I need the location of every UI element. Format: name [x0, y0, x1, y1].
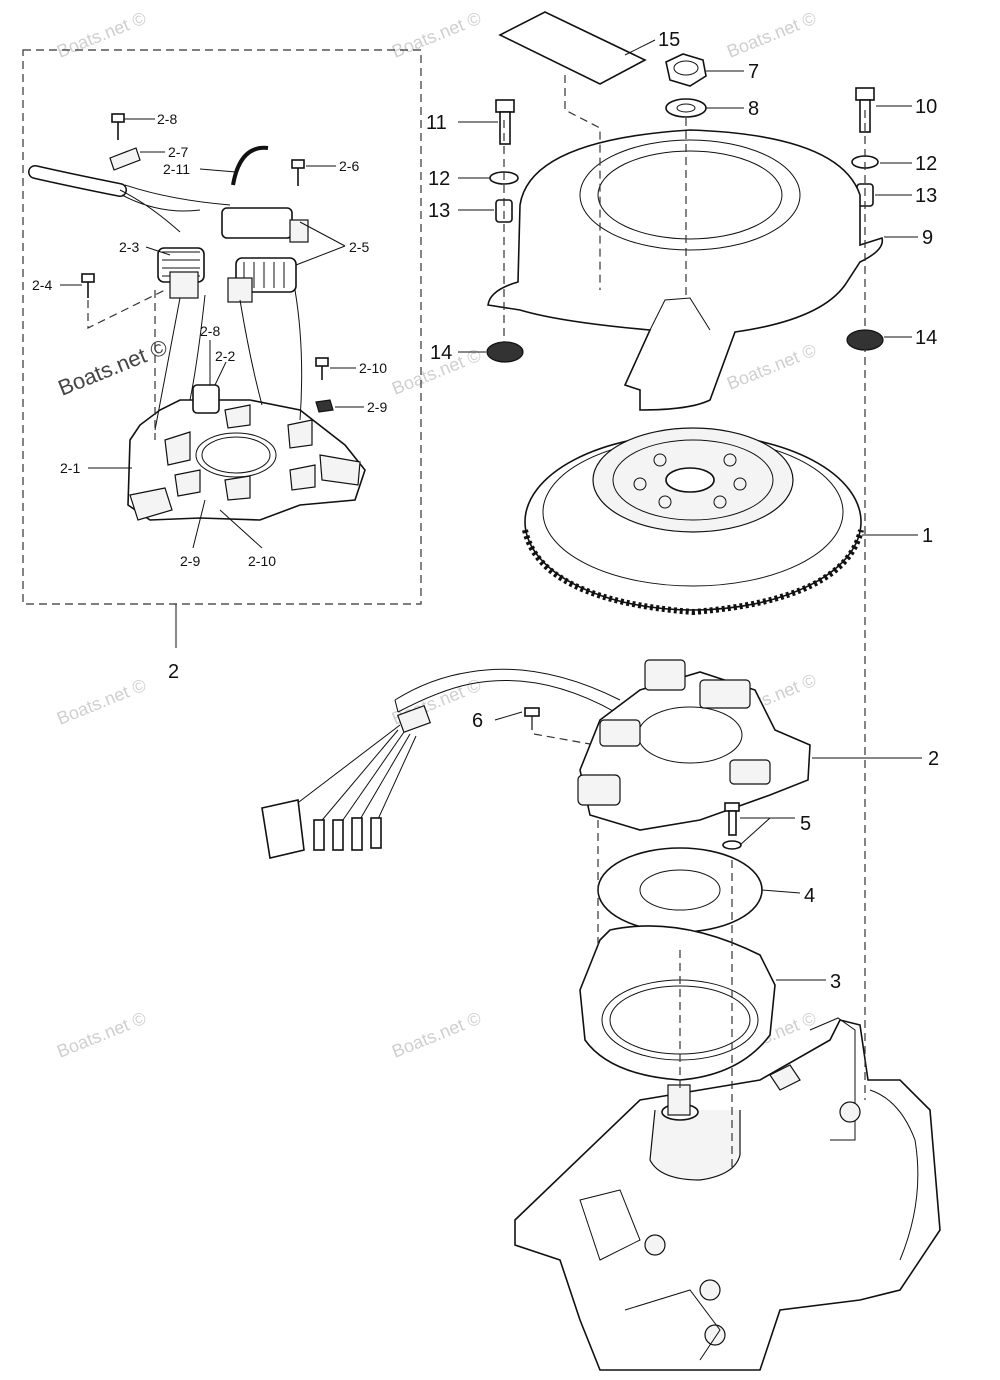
callout-2-6: 2-6 [339, 158, 359, 174]
callout-1: 1 [922, 525, 933, 547]
watermark: Boats.net © [389, 1008, 484, 1062]
callout-2-11: 2-11 [163, 161, 190, 177]
callout-2-8-top: 2-8 [157, 111, 177, 127]
main-callouts: 15 7 8 11 12 13 14 10 12 13 9 14 1 2 6 5… [426, 29, 939, 993]
callout-2-7: 2-7 [168, 144, 188, 160]
alignment-lines [503, 75, 866, 1170]
callout-2-9-right: 2-9 [367, 399, 387, 415]
callout-13-right: 13 [915, 185, 937, 207]
watermark: Boats.net © [389, 8, 484, 62]
callout-9: 9 [922, 227, 933, 249]
callout-14-right: 14 [915, 327, 937, 349]
callout-2-5: 2-5 [349, 239, 369, 255]
callout-14-left: 14 [430, 342, 452, 364]
callout-2-3: 2-3 [119, 239, 139, 255]
watermark: Boats.net © [54, 675, 149, 729]
callout-12-left: 12 [428, 168, 450, 190]
watermark: Boats.net © [54, 8, 149, 62]
callout-7: 7 [748, 61, 759, 83]
callout-2-9-bottom: 2-9 [180, 553, 200, 569]
callout-2-10-bottom: 2-10 [248, 553, 276, 569]
callout-3: 3 [830, 971, 841, 993]
callout-8: 8 [748, 98, 759, 120]
callout-2-8-mid: 2-8 [200, 323, 220, 339]
callout-2-main: 2 [928, 748, 939, 770]
callout-2-2: 2-2 [215, 348, 235, 364]
callout-2-4: 2-4 [32, 277, 52, 293]
watermark-dark: Boats.net © [55, 334, 171, 400]
callout-11: 11 [426, 112, 447, 134]
callout-2-10-right: 2-10 [359, 360, 387, 376]
callout-6: 6 [472, 710, 483, 732]
watermark: Boats.net © [54, 1008, 149, 1062]
callout-5: 5 [800, 813, 811, 835]
inset-stator-assembly [28, 113, 366, 521]
callout-2-inset: 2 [168, 661, 179, 683]
inset-callouts: 2-8 2-7 2-11 2-6 2-3 2-5 2-4 2-8 2-2 2-1… [32, 111, 387, 569]
callout-10: 10 [915, 96, 937, 118]
callout-4: 4 [804, 885, 815, 907]
watermark: Boats.net © [724, 340, 819, 394]
inset-box: 2 [22, 49, 422, 683]
callout-12-right: 12 [915, 153, 937, 175]
watermark: Boats.net © [724, 8, 819, 62]
callout-13-left: 13 [428, 200, 450, 222]
main-exploded-view [261, 11, 941, 1371]
callout-2-1: 2-1 [60, 460, 80, 476]
callout-15: 15 [658, 29, 680, 51]
